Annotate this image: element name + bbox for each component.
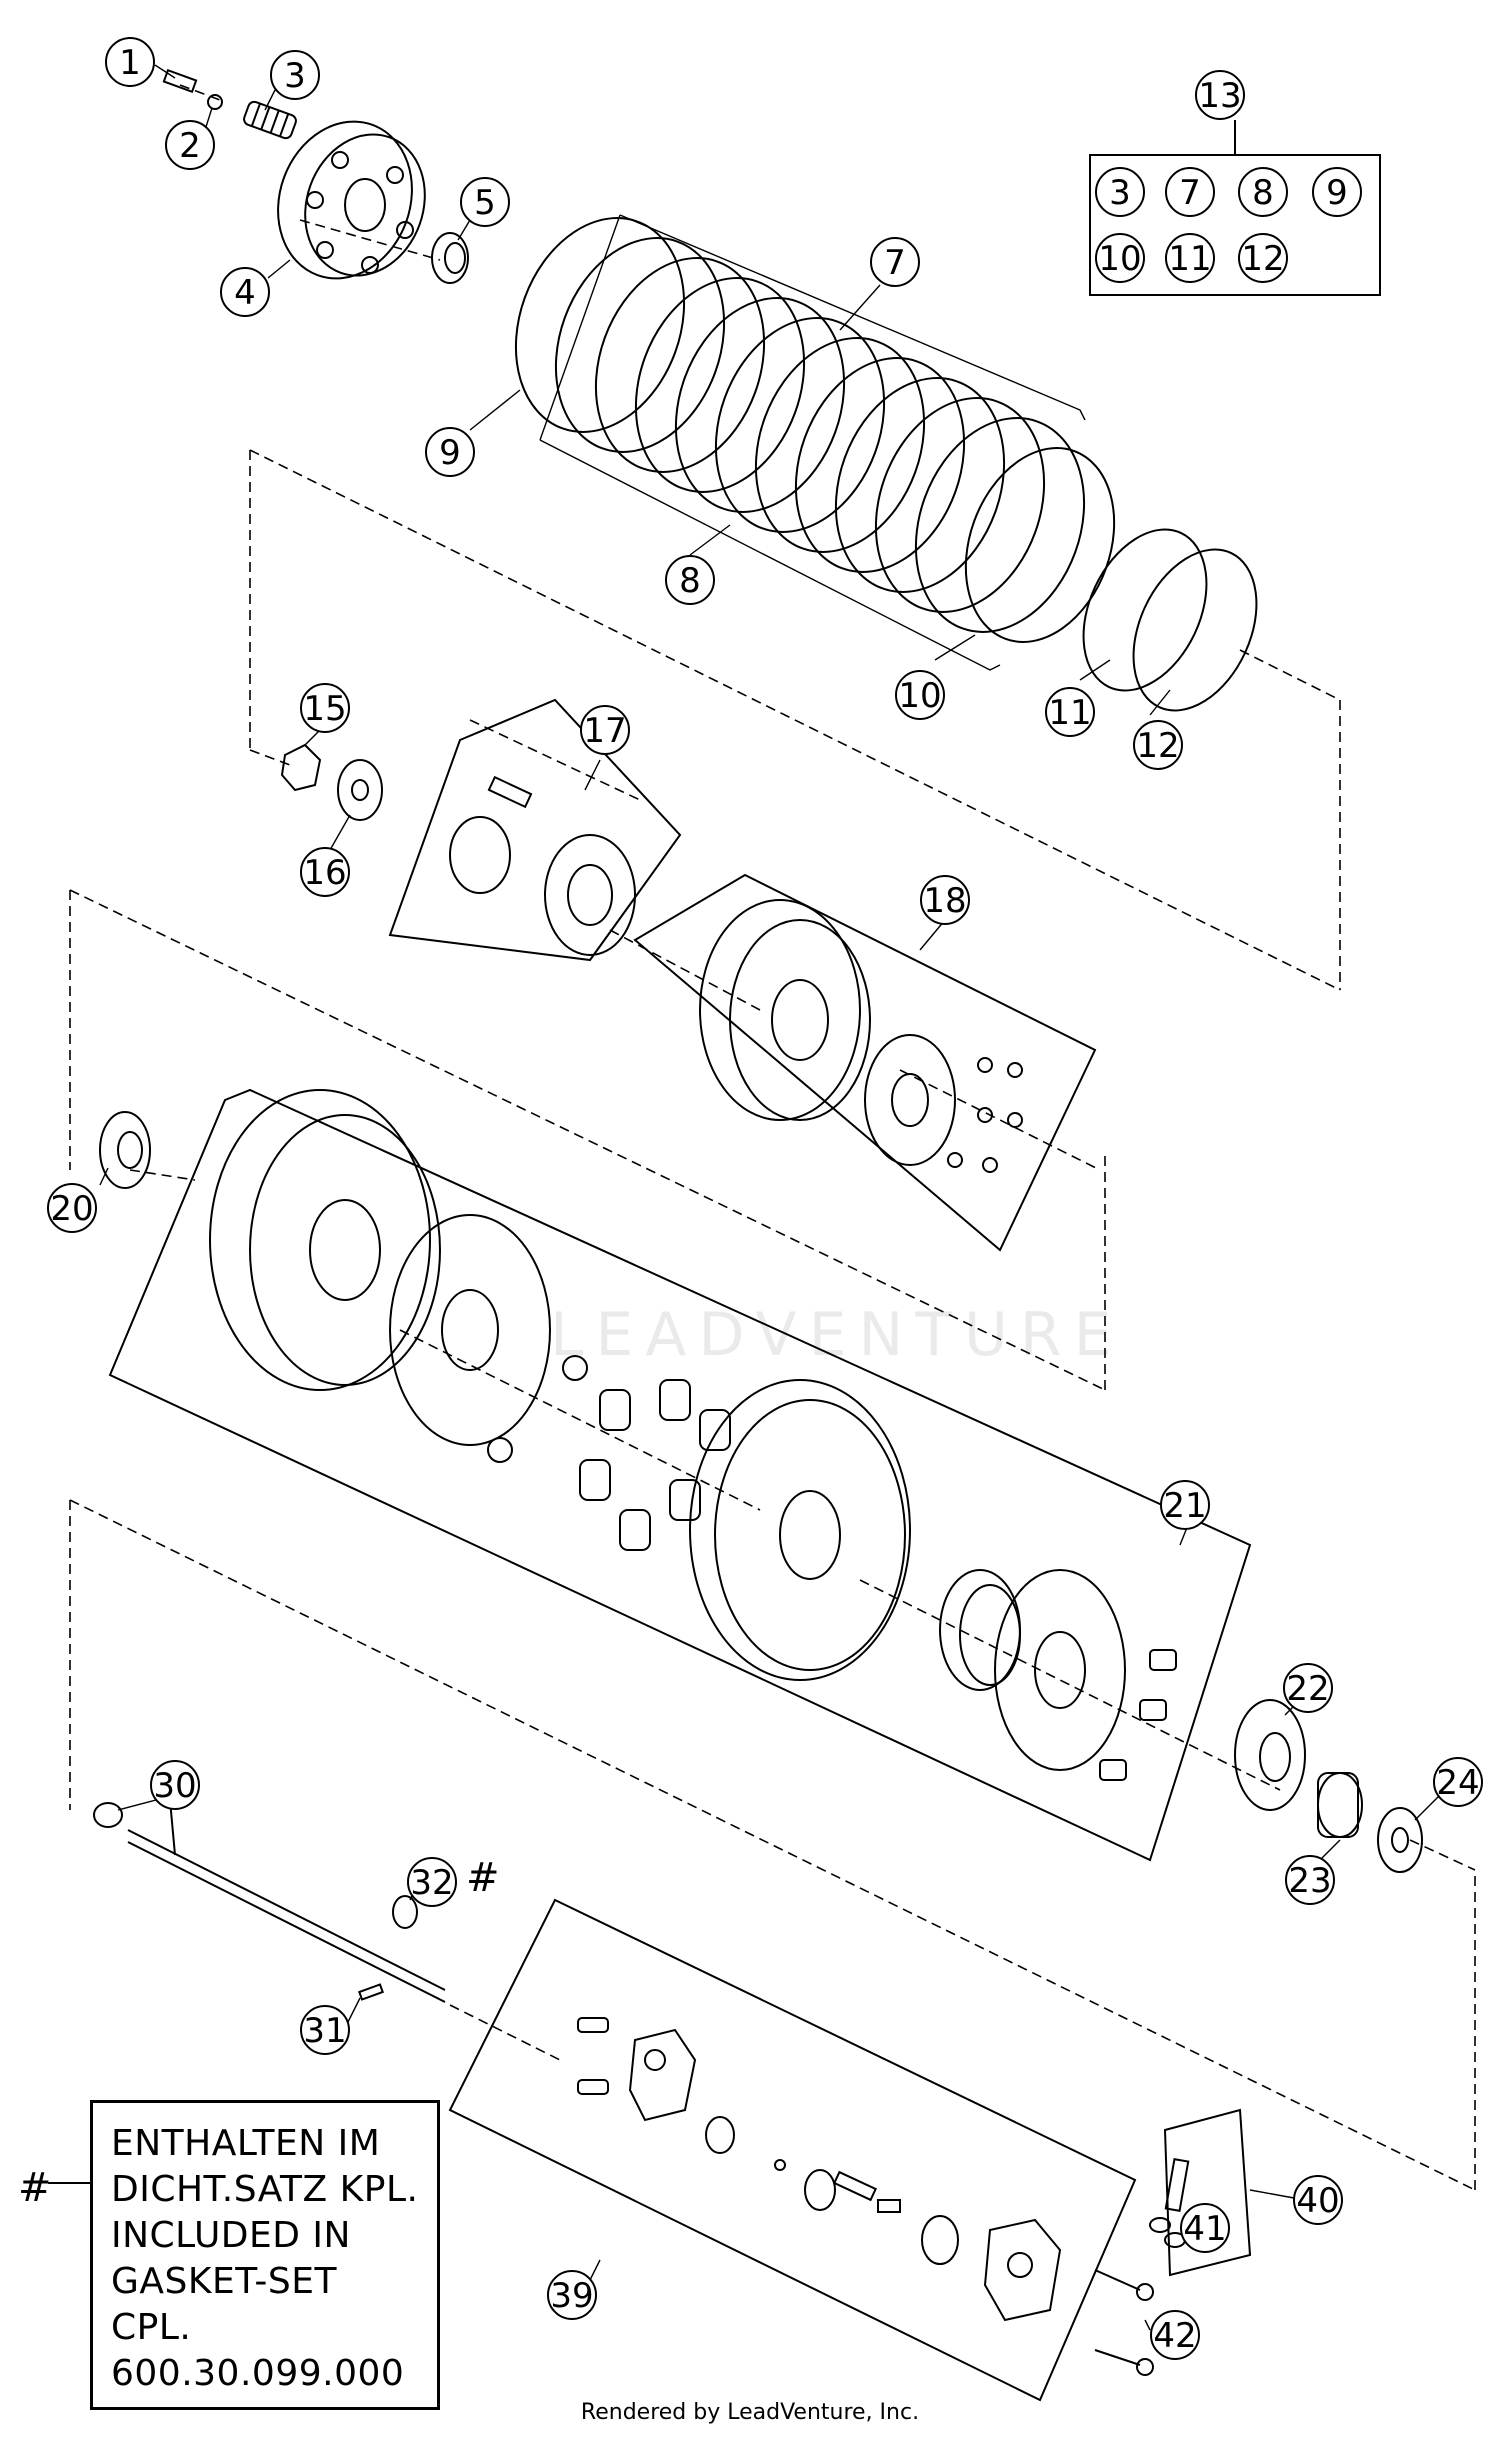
hash-mark-32: # (466, 1855, 500, 1901)
callout-32: 32 (407, 1857, 457, 1907)
callout-5: 5 (460, 177, 510, 227)
svg-text:11: 11 (1168, 239, 1211, 279)
note-line-5: 600.30.099.000 (111, 2353, 405, 2394)
watermark: LEADVENTURE (550, 1300, 1124, 1370)
svg-text:40: 40 (1296, 2181, 1339, 2221)
hash-mark: # (18, 2165, 52, 2211)
note-line-2: DICHT.SATZ KPL. (111, 2169, 419, 2210)
svg-text:9: 9 (439, 433, 461, 473)
callout-18: 18 (920, 875, 970, 925)
svg-text:10: 10 (898, 676, 941, 716)
callout-4: 4 (220, 267, 270, 317)
callout-42: 42 (1150, 2310, 1200, 2360)
callout-23: 23 (1285, 1855, 1335, 1905)
screw-part (162, 68, 198, 94)
kit-13-item-12: 12 (1238, 233, 1288, 283)
gasket-set-note: ENTHALTEN IM DICHT.SATZ KPL. INCLUDED IN… (90, 2100, 440, 2410)
callout-11: 11 (1045, 687, 1095, 737)
callout-30: 30 (150, 1760, 200, 1810)
plate-stack-frame (539, 214, 1086, 671)
svg-text:3: 3 (1109, 173, 1131, 213)
o-rings (1082, 528, 1258, 712)
slave-cylinder-part (577, 2017, 1062, 2322)
callout-10: 10 (895, 670, 945, 720)
svg-text:1: 1 (119, 43, 141, 83)
callout-leaders (99, 64, 1446, 2331)
clutch-plates (514, 217, 1116, 643)
kit-13-item-3: 3 (1095, 167, 1145, 217)
kit-13-item-10: 10 (1095, 233, 1145, 283)
note-line-4: GASKET-SET CPL. (111, 2261, 337, 2348)
note-line-1: ENTHALTEN IM (111, 2123, 381, 2164)
svg-text:13: 13 (1198, 76, 1241, 116)
svg-text:24: 24 (1436, 1763, 1479, 1803)
kit-13-item-8: 8 (1238, 167, 1288, 217)
callout-20: 20 (47, 1183, 97, 1233)
kit-13-item-7: 7 (1165, 167, 1215, 217)
kit-13-item-9: 9 (1312, 167, 1362, 217)
callout-8: 8 (665, 555, 715, 605)
callout-41: 41 (1180, 2203, 1230, 2253)
callout-40: 40 (1293, 2175, 1343, 2225)
svg-text:8: 8 (679, 561, 701, 601)
svg-text:41: 41 (1183, 2209, 1226, 2249)
bearing-part (431, 232, 469, 284)
svg-text:11: 11 (1048, 693, 1091, 733)
note-line-3: INCLUDED IN (111, 2215, 351, 2256)
svg-text:7: 7 (884, 243, 906, 283)
svg-text:4: 4 (234, 273, 256, 313)
pressure-cap-part (277, 120, 426, 280)
svg-text:22: 22 (1286, 1669, 1329, 1709)
svg-text:5: 5 (474, 183, 496, 223)
svg-text:31: 31 (303, 2011, 346, 2051)
group-boxes (108, 120, 1381, 2402)
inner-hub-part (699, 899, 1023, 1173)
kit-13-item-11: 11 (1165, 233, 1215, 283)
svg-text:39: 39 (550, 2276, 593, 2316)
callout-39: 39 (547, 2270, 597, 2320)
svg-text:2: 2 (179, 126, 201, 166)
svg-text:8: 8 (1252, 173, 1274, 213)
callout-22: 22 (1283, 1663, 1333, 1713)
callout-12: 12 (1133, 720, 1183, 770)
footer-credit: Rendered by LeadVenture, Inc. (580, 2400, 920, 2425)
svg-text:12: 12 (1136, 726, 1179, 766)
svg-text:23: 23 (1288, 1861, 1331, 1901)
svg-text:17: 17 (583, 711, 626, 751)
callout-1: 1 (105, 37, 155, 87)
svg-text:15: 15 (303, 689, 346, 729)
callout-9: 9 (425, 427, 475, 477)
svg-text:16: 16 (303, 853, 346, 893)
callout-16: 16 (300, 847, 350, 897)
svg-text:30: 30 (153, 1766, 196, 1806)
svg-text:42: 42 (1153, 2316, 1196, 2356)
svg-text:21: 21 (1163, 1486, 1206, 1526)
svg-text:20: 20 (50, 1189, 93, 1229)
callouts: 1 2 3 4 5 7 8 9 10 11 12 13 15 16 17 18 … (47, 37, 1483, 2360)
callout-31: 31 (300, 2005, 350, 2055)
svg-text:9: 9 (1326, 173, 1348, 213)
svg-text:32: 32 (410, 1863, 453, 1903)
callout-7: 7 (870, 237, 920, 287)
svg-text:10: 10 (1098, 239, 1141, 279)
callout-24: 24 (1433, 1757, 1483, 1807)
svg-text:18: 18 (923, 881, 966, 921)
damper-part (449, 775, 636, 956)
callout-17: 17 (580, 705, 630, 755)
svg-text:7: 7 (1179, 173, 1201, 213)
callout-21: 21 (1160, 1480, 1210, 1530)
dashed-leader-lines (69, 84, 1476, 2191)
callout-13: 13 (1195, 70, 1245, 120)
svg-text:3: 3 (284, 56, 306, 96)
callout-3: 3 (270, 50, 320, 100)
clutch-basket-part (209, 1089, 1177, 1781)
callout-2: 2 (165, 120, 215, 170)
callout-15: 15 (300, 683, 350, 733)
svg-text:12: 12 (1241, 239, 1284, 279)
push-rod-part (93, 1799, 446, 2003)
